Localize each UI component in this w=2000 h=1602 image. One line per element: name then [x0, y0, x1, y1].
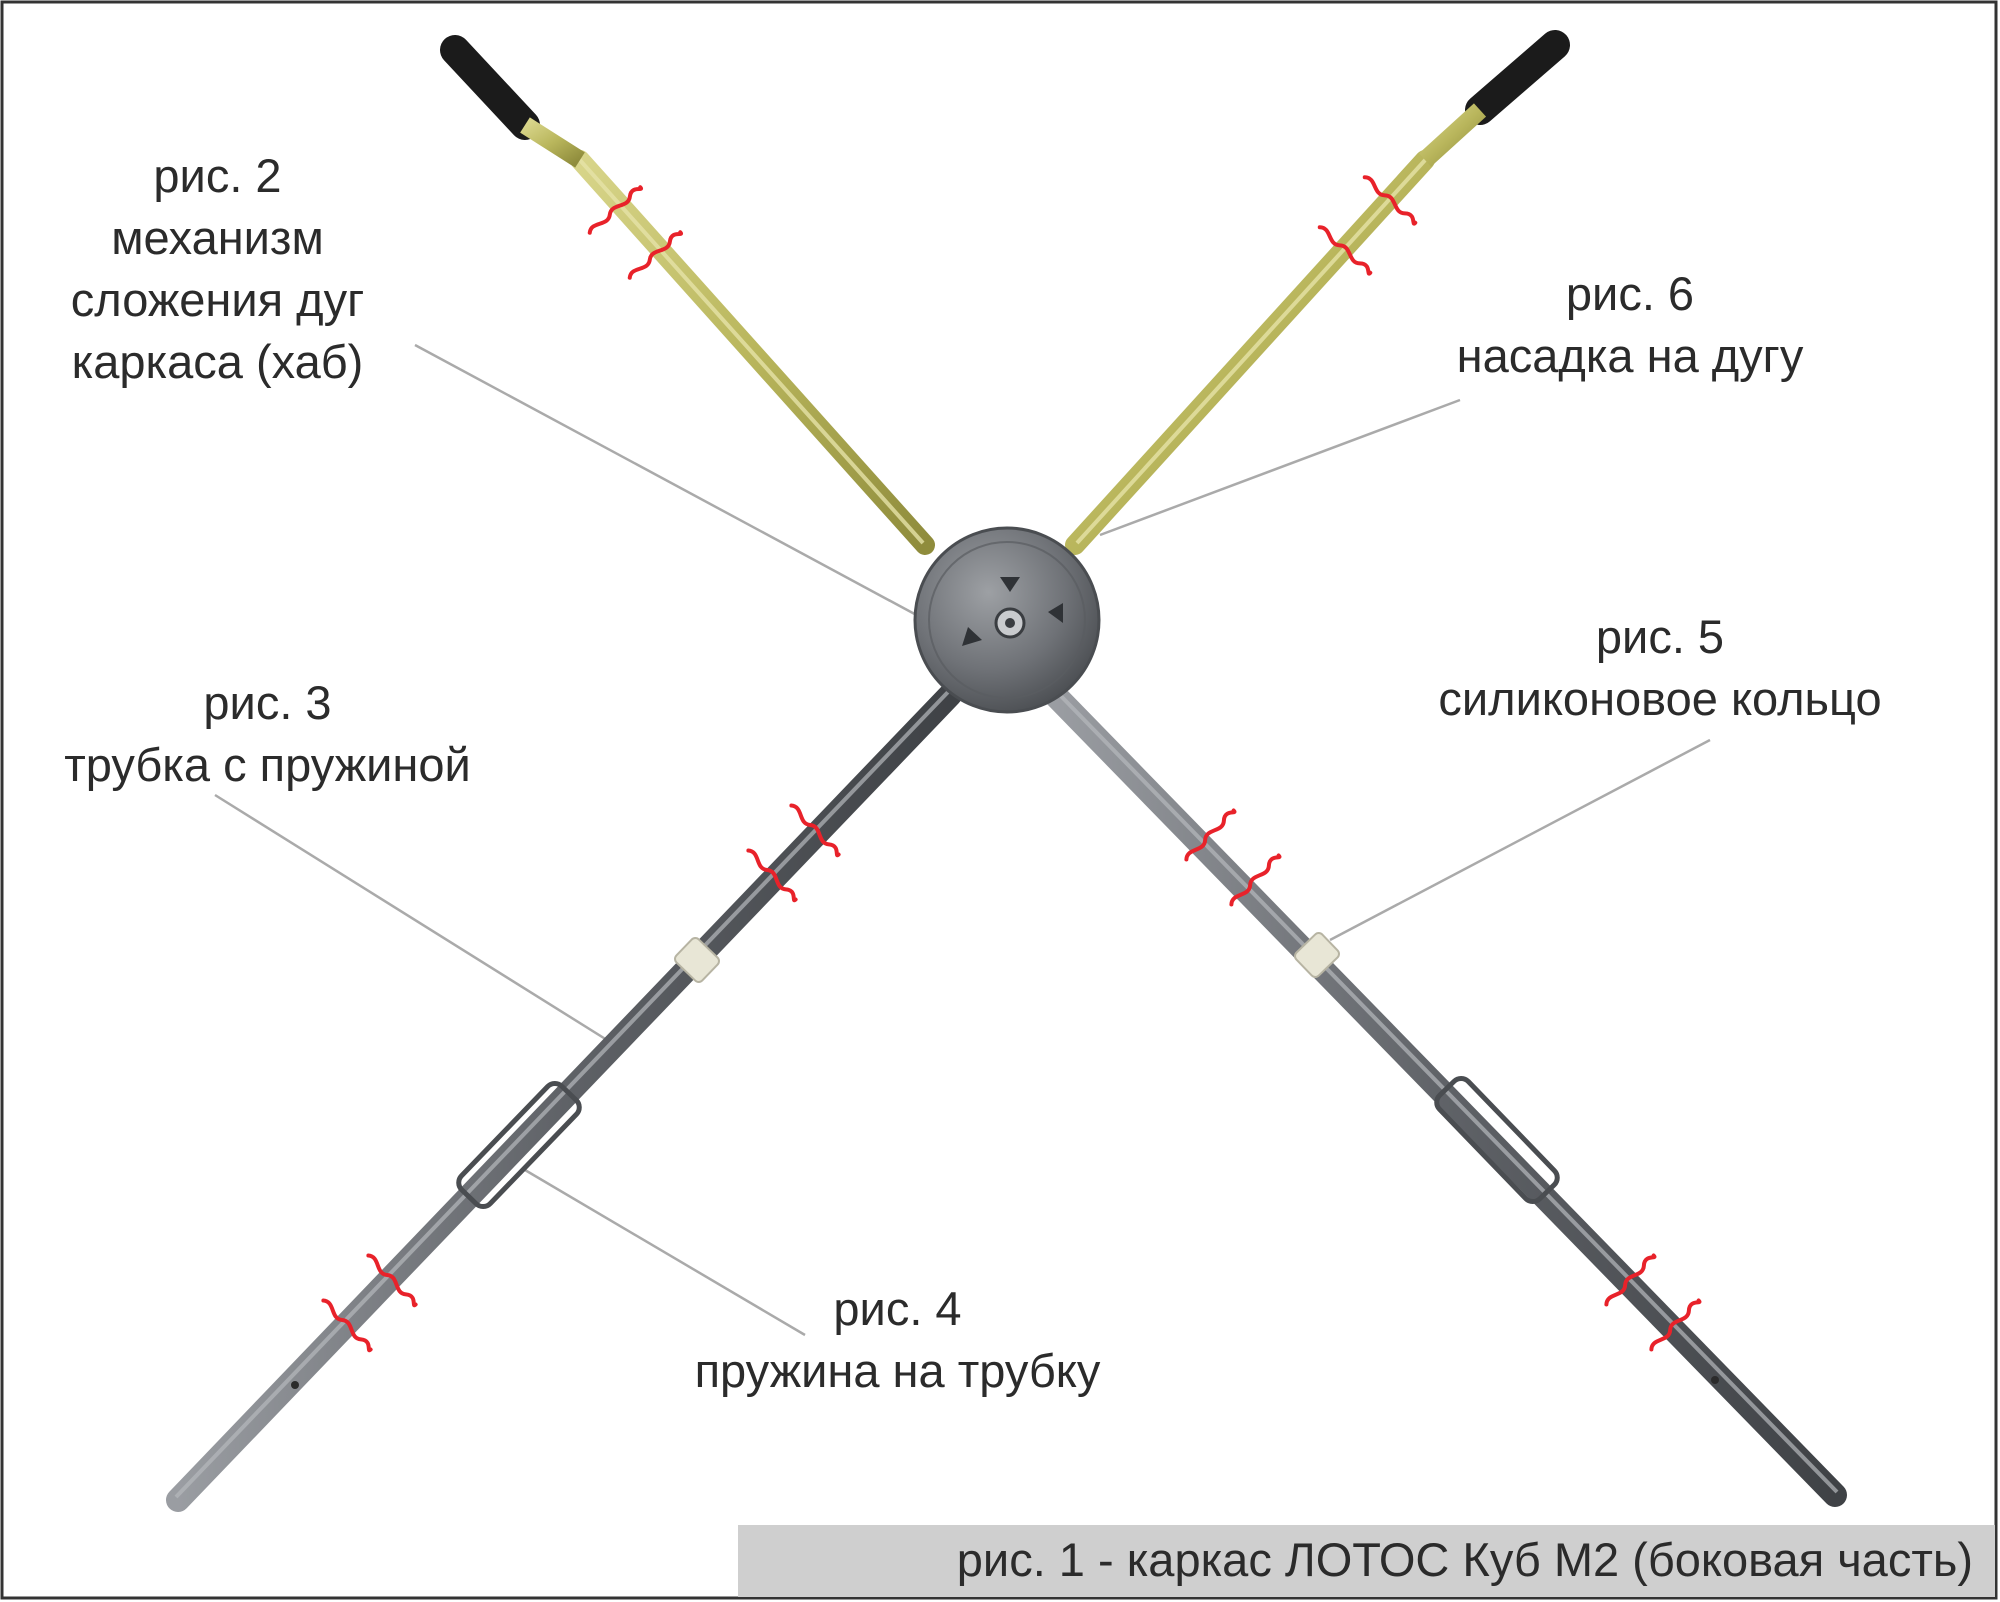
label-tube-spring: рис. 3 трубка с пружиной — [20, 672, 515, 796]
label-tube-spring-line-1: рис. 3 — [203, 676, 332, 729]
label-spring-line-1: рис. 4 — [833, 1282, 962, 1335]
label-hub-line-3: сложения дуг — [70, 273, 365, 326]
label-silicone-ring-line-2: силиконовое кольцо — [1438, 672, 1882, 725]
upper-left-rod — [440, 35, 935, 555]
label-arc-tip-line-1: рис. 6 — [1565, 267, 1695, 320]
label-hub: рис. 2 механизм сложения дуг каркаса (ха… — [20, 145, 415, 393]
label-tube-spring-line-2: трубка с пружиной — [64, 738, 471, 791]
label-hub-line-2: механизм — [111, 211, 324, 264]
leader-lines — [214, 343, 1711, 1337]
label-silicone-ring-line-1: рис. 5 — [1595, 610, 1725, 663]
leader-line-silicone-ring — [1329, 738, 1711, 942]
leader-line-hub — [414, 343, 936, 627]
hub-disc-icon — [913, 526, 1101, 714]
break-mark-icon — [1317, 225, 1373, 276]
silicone-ring — [674, 937, 720, 983]
spring-clip — [1434, 1075, 1560, 1205]
break-mark-icon — [1229, 853, 1282, 907]
break-mark-icon — [587, 185, 644, 235]
caption-bar: рис. 1 - каркас ЛОТОС Куб М2 (боковая ча… — [738, 1525, 1995, 1597]
break-marks — [321, 175, 1702, 1353]
spring-clip — [456, 1080, 582, 1210]
figure-caption: рис. 1 - каркас ЛОТОС Куб М2 (боковая ча… — [956, 1533, 1973, 1586]
label-hub-line-4: каркаса (хаб) — [71, 335, 364, 388]
upper-right-rod — [1065, 30, 1570, 555]
label-silicone-ring: рис. 5 силиконовое кольцо — [1395, 606, 1925, 730]
break-mark-icon — [789, 803, 841, 858]
black-rubber-cap-icon — [440, 35, 540, 140]
break-mark-icon — [366, 1253, 418, 1308]
leader-line-tube-spring — [214, 793, 616, 1047]
black-rubber-cap-icon — [1465, 30, 1570, 125]
leader-line-arc-tip — [1099, 398, 1461, 537]
break-mark-icon — [321, 1298, 373, 1353]
label-hub-line-1: рис. 2 — [153, 149, 282, 202]
lower-left-tube — [166, 683, 962, 1512]
break-mark-icon — [627, 230, 684, 280]
lower-right-tube — [1043, 683, 1847, 1507]
leader-line-spring — [524, 1168, 806, 1337]
break-mark-icon — [1362, 175, 1418, 226]
break-mark-icon — [746, 848, 798, 903]
label-arc-tip: рис. 6 насадка на дугу — [1410, 263, 1850, 387]
break-mark-icon — [1184, 808, 1237, 862]
break-mark-icon — [1604, 1253, 1657, 1307]
label-spring-line-2: пружина на трубку — [694, 1344, 1101, 1397]
silicone-ring — [1294, 932, 1340, 978]
break-mark-icon — [1649, 1298, 1702, 1352]
label-spring: рис. 4 пружина на трубку — [655, 1278, 1140, 1402]
label-arc-tip-line-2: насадка на дугу — [1456, 329, 1804, 382]
